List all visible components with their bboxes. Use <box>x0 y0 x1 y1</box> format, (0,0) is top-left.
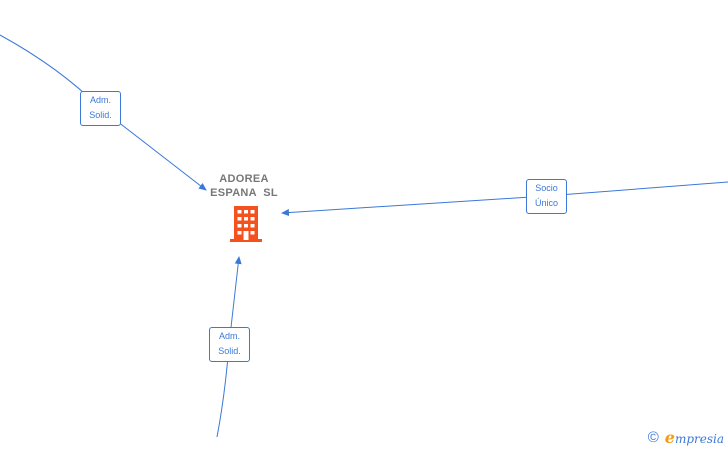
brand-logo-text: mpresia <box>674 431 724 446</box>
company-name-line2: ESPANA SL <box>210 187 278 199</box>
company-name[interactable]: ADOREA ESPANA SL <box>189 172 299 200</box>
edge-label-line2: Solid. <box>89 110 112 120</box>
edge-line-socio[interactable] <box>281 181 728 217</box>
edge-label-line2: Solid. <box>218 346 241 356</box>
edge-label-adm-solid-bottom[interactable]: Adm. Solid. <box>209 327 250 362</box>
edge-label-line1: Adm. <box>218 331 240 341</box>
copyright-icon: © <box>647 429 659 446</box>
brand-logo-initial: e <box>664 427 675 447</box>
footer-watermark: © e mpresia <box>647 427 724 448</box>
edge-label-socio-unico[interactable]: Socio Único <box>526 179 567 214</box>
brand-logo[interactable]: e mpresia <box>664 427 724 448</box>
edge-label-line2: Único <box>534 198 558 208</box>
building-icon[interactable] <box>230 206 262 247</box>
company-name-line1: ADOREA <box>219 173 269 185</box>
edge-label-line1: Adm. <box>89 95 111 105</box>
edge-label-line1: Socio <box>535 183 558 193</box>
edge-label-adm-solid-top[interactable]: Adm. Solid. <box>80 91 121 126</box>
